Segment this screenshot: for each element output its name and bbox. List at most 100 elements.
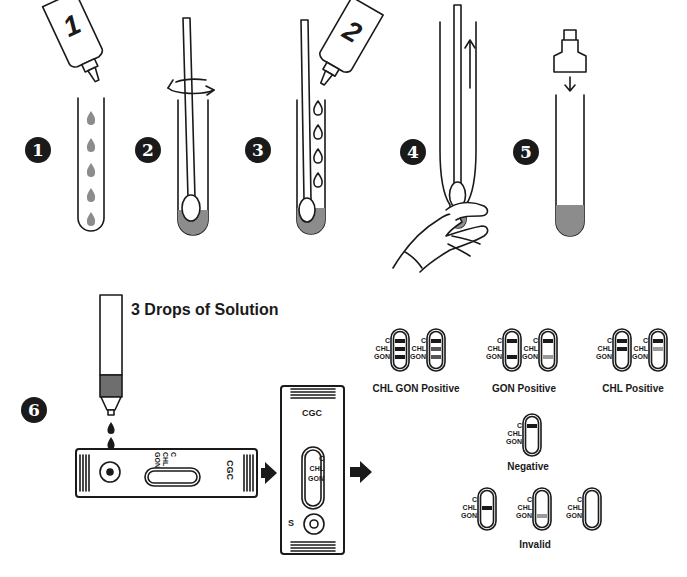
- window-outline: [427, 329, 445, 371]
- result-window: CCHLGON: [404, 328, 446, 372]
- test-band: [653, 347, 663, 351]
- strip-label: CHL: [568, 504, 582, 511]
- test-band: [653, 339, 663, 343]
- dropper-nozzle: [108, 410, 114, 415]
- test-band: [482, 506, 492, 510]
- strip-label: C: [607, 337, 612, 344]
- strip-label: GON: [516, 512, 532, 519]
- window-outline: [526, 417, 539, 454]
- test-tube: [556, 95, 584, 236]
- ridge: [85, 455, 87, 491]
- step-number: 3: [252, 142, 264, 159]
- sample-well: [107, 469, 113, 475]
- window-outline: [394, 332, 407, 369]
- strip-label: GON: [374, 353, 390, 360]
- strip-label: C: [497, 337, 502, 344]
- result-caption: Invalid: [519, 540, 551, 550]
- window-outline: [613, 329, 631, 371]
- step-number: 5: [513, 139, 539, 165]
- strip-label: C: [643, 337, 648, 344]
- result-window: CCHLGON: [516, 328, 558, 372]
- strip-label: C: [170, 452, 177, 457]
- test-cassette: CCHLGONCGC: [75, 448, 258, 498]
- strip-label: C: [533, 337, 538, 344]
- reagent-bottle: [43, 0, 114, 88]
- strip-label: C: [319, 455, 324, 462]
- ridge: [243, 455, 245, 491]
- ridge: [246, 455, 248, 491]
- test-band: [431, 347, 441, 351]
- reagent-bottle: [307, 0, 383, 93]
- window-outline: [539, 329, 557, 371]
- rotate-arrow: [168, 79, 206, 88]
- test-band: [527, 424, 537, 428]
- strip-label: C: [472, 496, 477, 503]
- result-caption: GON Positive: [492, 384, 556, 394]
- strip-label: CHL: [524, 345, 538, 352]
- strip-label: GON: [596, 353, 612, 360]
- liquid: [100, 375, 122, 397]
- block-arrow: [261, 468, 265, 478]
- ridge: [291, 544, 335, 546]
- dropper-tip: [101, 397, 121, 410]
- result-window: CCHLGON: [480, 328, 522, 372]
- ridge: [291, 541, 335, 543]
- step-number: 4: [400, 139, 426, 165]
- test-band: [537, 514, 547, 518]
- result-caption: CHL Positive: [602, 384, 664, 394]
- strip-label: CHL: [518, 504, 532, 511]
- test-cassette: CGCCCHLGONS: [280, 385, 345, 555]
- strip-label: C: [517, 422, 522, 429]
- dropper-tube: [100, 295, 122, 375]
- result-window: [145, 468, 200, 486]
- window-outline: [523, 414, 541, 456]
- sample-well: [310, 520, 318, 528]
- result-windows: [391, 329, 667, 530]
- strip-label: GON: [632, 353, 648, 360]
- pull-arrow: [465, 40, 475, 88]
- swab-stick: [301, 20, 311, 200]
- test-band: [431, 339, 441, 343]
- strip-label: GON: [461, 512, 477, 519]
- strip-label: CHL: [310, 465, 324, 472]
- swab-tip: [299, 198, 315, 222]
- strip-label: CGC: [302, 409, 322, 418]
- swab-stick: [183, 18, 195, 198]
- step-number: 6: [21, 397, 47, 423]
- window-outline: [616, 332, 629, 369]
- ridge: [291, 550, 335, 552]
- test-band: [617, 347, 627, 351]
- step-number: 3: [245, 137, 271, 163]
- step-number: 2: [142, 142, 154, 159]
- ridge: [291, 547, 335, 549]
- test-band: [395, 347, 405, 351]
- test-band: [395, 355, 405, 359]
- hand: [393, 203, 488, 272]
- result-window: CCHLGON: [368, 328, 410, 372]
- strip-label: CHL: [376, 345, 390, 352]
- test-band: [431, 355, 441, 359]
- swab-tip: [182, 195, 200, 221]
- ridge: [291, 388, 335, 390]
- result-caption: CHL GON Positive: [372, 384, 459, 394]
- strip-label: C: [577, 496, 582, 503]
- strip-label: CHL: [162, 452, 169, 466]
- step-number: 4: [407, 144, 419, 161]
- result-window: [148, 471, 197, 483]
- drops: [314, 101, 322, 187]
- strip-label: CHL: [508, 430, 522, 437]
- test-band: [507, 355, 517, 359]
- step-number: 1: [32, 142, 44, 159]
- strip-label: C: [385, 337, 390, 344]
- window-outline: [391, 329, 409, 371]
- liquid: [556, 205, 584, 236]
- step-number: 2: [135, 137, 161, 163]
- window-outline: [542, 332, 555, 369]
- strip-label: CHL: [598, 345, 612, 352]
- result-window: CCHLGON: [590, 328, 632, 372]
- ridge: [291, 391, 335, 393]
- window-outline: [652, 332, 665, 369]
- test-band: [543, 339, 553, 343]
- sample-well: [100, 462, 120, 482]
